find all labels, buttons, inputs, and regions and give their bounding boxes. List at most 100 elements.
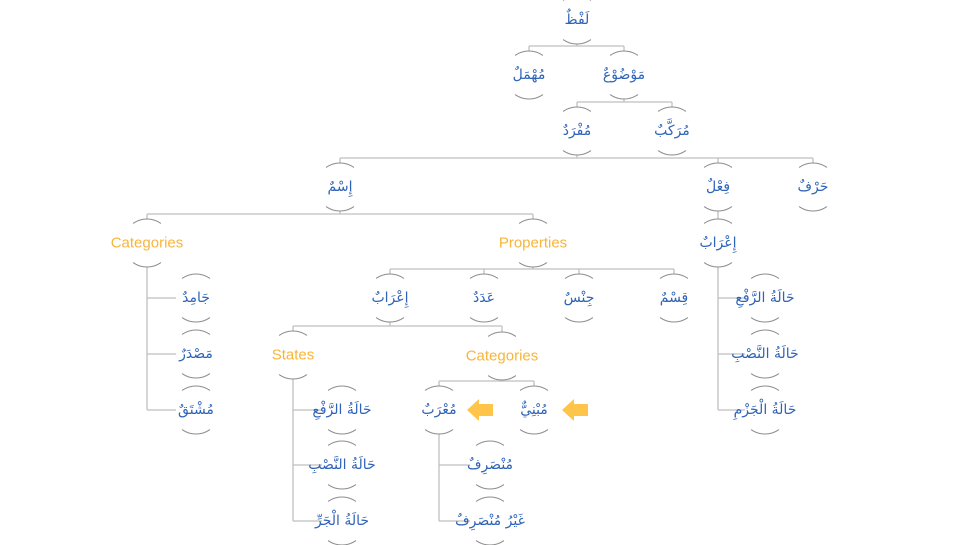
node-label: حَالَةُ النَّصْبِ (308, 456, 375, 474)
node-arc-bottom (327, 484, 357, 490)
node-arc-top (609, 50, 639, 56)
node-arc-bottom (424, 429, 454, 435)
node-arc-bottom (703, 262, 733, 268)
node-label: حَالَةُ الرَّفْعِ (312, 401, 371, 420)
node-arc-top (181, 273, 211, 279)
node-arc-top (564, 273, 594, 279)
node-label: إِسْمٌ (328, 179, 353, 197)
node-mufrad: مُفْرَدٌ (562, 106, 592, 156)
node-mawdu: مَوْضُوْعٌ (603, 50, 645, 100)
node-label: جِنْسٌ (564, 290, 595, 306)
node-states: States (272, 330, 314, 380)
node-label: Categories (466, 348, 539, 365)
node-label: مُعْرَبٌ (421, 402, 456, 418)
node-arc-top (375, 273, 405, 279)
node-arc-top (518, 218, 548, 224)
node-arc-bottom (469, 317, 499, 323)
node-label: قِسْمٌ (660, 290, 689, 306)
node-jins: جِنْسٌ (564, 273, 595, 323)
node-arc-top (657, 106, 687, 112)
node-arc-top (424, 385, 454, 391)
node-label: جَامِدٌ (182, 290, 210, 306)
node-murakkab: مُرَكَّبٌ (654, 106, 690, 156)
node-arc-top (181, 385, 211, 391)
node-arc-bottom (514, 94, 544, 100)
node-label: فِعْلٌ (706, 178, 730, 195)
node-label: مُبْنِيٌّ (520, 401, 548, 418)
node-arc-top (327, 440, 357, 446)
node-label: مُهْمَلٌ (513, 66, 546, 83)
connectors (146, 44, 814, 522)
node-arc-top (181, 329, 211, 335)
node-label: مُنْصَرِفٌ (467, 457, 513, 474)
node-label: مُفْرَدٌ (563, 123, 592, 139)
node-arc-bottom (181, 317, 211, 323)
node-fil-raf: حَالَةُ الرَّفْعِ (735, 273, 795, 323)
node-arc-top (327, 496, 357, 502)
node-label: عَدَدٌ (473, 290, 495, 306)
node-arc-top (750, 329, 780, 335)
node-arc-top (659, 273, 689, 279)
node-arc-bottom (659, 317, 689, 323)
node-arc-top (750, 273, 780, 279)
node-jamid: جَامِدٌ (181, 273, 211, 323)
node-label: لَفْظٌ (565, 9, 590, 28)
node-label: حَرْفٌ (798, 179, 829, 195)
node-properties: Properties (499, 218, 567, 268)
node-ghayr-munsarif: غَيْرُ مُنْصَرِفٌ (455, 496, 525, 545)
node-arc-bottom (562, 39, 592, 45)
node-arc-bottom (564, 317, 594, 323)
highlight-arrows (467, 399, 588, 421)
node-qism: قِسْمٌ (659, 273, 689, 323)
node-label: مَصْدَرٌ (178, 346, 213, 362)
node-label: Categories (111, 235, 184, 252)
node-arc-bottom (750, 429, 780, 435)
node-arc-bottom (609, 94, 639, 100)
node-arc-bottom (487, 375, 517, 381)
node-arc-bottom (181, 429, 211, 435)
node-arc-bottom (657, 150, 687, 156)
node-label: حَالَةُ الْجَرِّ (314, 510, 369, 529)
node-fil-irab: إِعْرَابٌ (699, 218, 737, 268)
node-label: مُشْتَقٌ (178, 402, 214, 418)
node-arc-top (469, 273, 499, 279)
node-label: مَوْضُوْعٌ (603, 67, 645, 83)
node-arc-bottom (518, 262, 548, 268)
node-ism-jarr: حَالَةُ الْجَرِّ (314, 496, 369, 545)
node-arc-bottom (798, 206, 828, 212)
node-arc-top (327, 385, 357, 391)
node-mabni: مُبْنِيٌّ (519, 385, 549, 435)
node-arc-top (487, 331, 517, 337)
node-arc-top (562, 106, 592, 112)
node-arc-bottom (703, 206, 733, 212)
node-label: إِعْرَابٌ (699, 235, 737, 253)
node-muhmal: مُهْمَلٌ (513, 50, 546, 100)
node-ism: إِسْمٌ (325, 162, 355, 212)
node-label: إِعْرَابٌ (371, 290, 409, 308)
node-arc-bottom (750, 373, 780, 379)
node-arc-top (475, 496, 505, 502)
node-arc-bottom (475, 484, 505, 490)
node-arc-bottom (325, 206, 355, 212)
nodes: لَفْظٌ مُهْمَلٌ مَوْضُوْعٌ مُفْرَدٌ مُرَكَّب… (111, 0, 829, 545)
node-prop-irab: إِعْرَابٌ (371, 273, 409, 323)
node-arc-top (278, 330, 308, 336)
node-arc-top (132, 218, 162, 224)
node-arc-top (703, 218, 733, 224)
node-arc-bottom (181, 373, 211, 379)
node-label: Properties (499, 235, 567, 252)
node-murab: مُعْرَبٌ (421, 385, 457, 435)
node-arc-bottom (327, 429, 357, 435)
node-label: مُرَكَّبٌ (654, 119, 690, 139)
node-arc-bottom (327, 540, 357, 545)
node-irab-categories: Categories (466, 331, 539, 381)
node-fil: فِعْلٌ (703, 162, 733, 212)
node-label: حَالَةُ الْجَزْمِ (733, 399, 797, 420)
node-arc-top (798, 162, 828, 168)
node-arc-bottom (278, 374, 308, 380)
node-fil-nasb: حَالَةُ النَّصْبِ (731, 329, 799, 379)
node-arc-bottom (519, 429, 549, 435)
node-label: حَالَةُ النَّصْبِ (731, 345, 798, 363)
node-ism-raf: حَالَةُ الرَّفْعِ (312, 385, 372, 435)
